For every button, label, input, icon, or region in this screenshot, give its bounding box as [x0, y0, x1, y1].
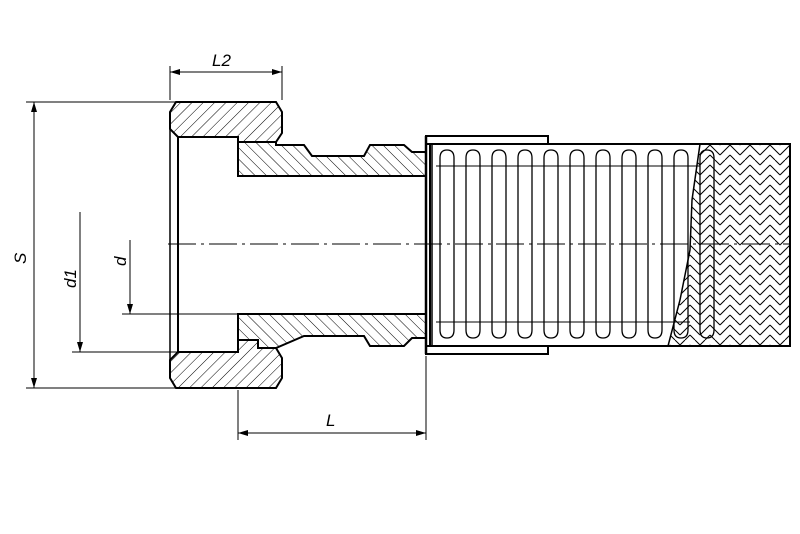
hose-braid: [667, 143, 791, 347]
corrugation-ring: [439, 149, 455, 339]
corrugation-ring: [621, 149, 637, 339]
corrugation-ring: [465, 149, 481, 339]
fitting-upper: [237, 141, 427, 177]
nut-upper: [169, 101, 283, 143]
dim-label-L2: L2: [212, 51, 231, 70]
fitting-section: [237, 141, 427, 349]
corrugation-ring: [647, 149, 663, 339]
corrugation-ring: [569, 149, 585, 339]
corrugation-ring: [517, 149, 533, 339]
corrugation-ring: [543, 149, 559, 339]
ferrule-bottom: [425, 345, 549, 355]
corrugation-ring: [595, 149, 611, 339]
dim-label-S: S: [11, 252, 30, 264]
ferrule-top: [425, 135, 549, 145]
dim-label-L: L: [326, 411, 335, 430]
dim-label-d: d: [111, 256, 130, 266]
dimensions: L2 S d1 d L: [11, 51, 427, 440]
dim-label-d1: d1: [61, 269, 80, 288]
hose-section: [424, 135, 791, 355]
fitting-lower: [237, 313, 427, 349]
hose-inner-lines: [436, 165, 700, 323]
corrugation-ring: [491, 149, 507, 339]
